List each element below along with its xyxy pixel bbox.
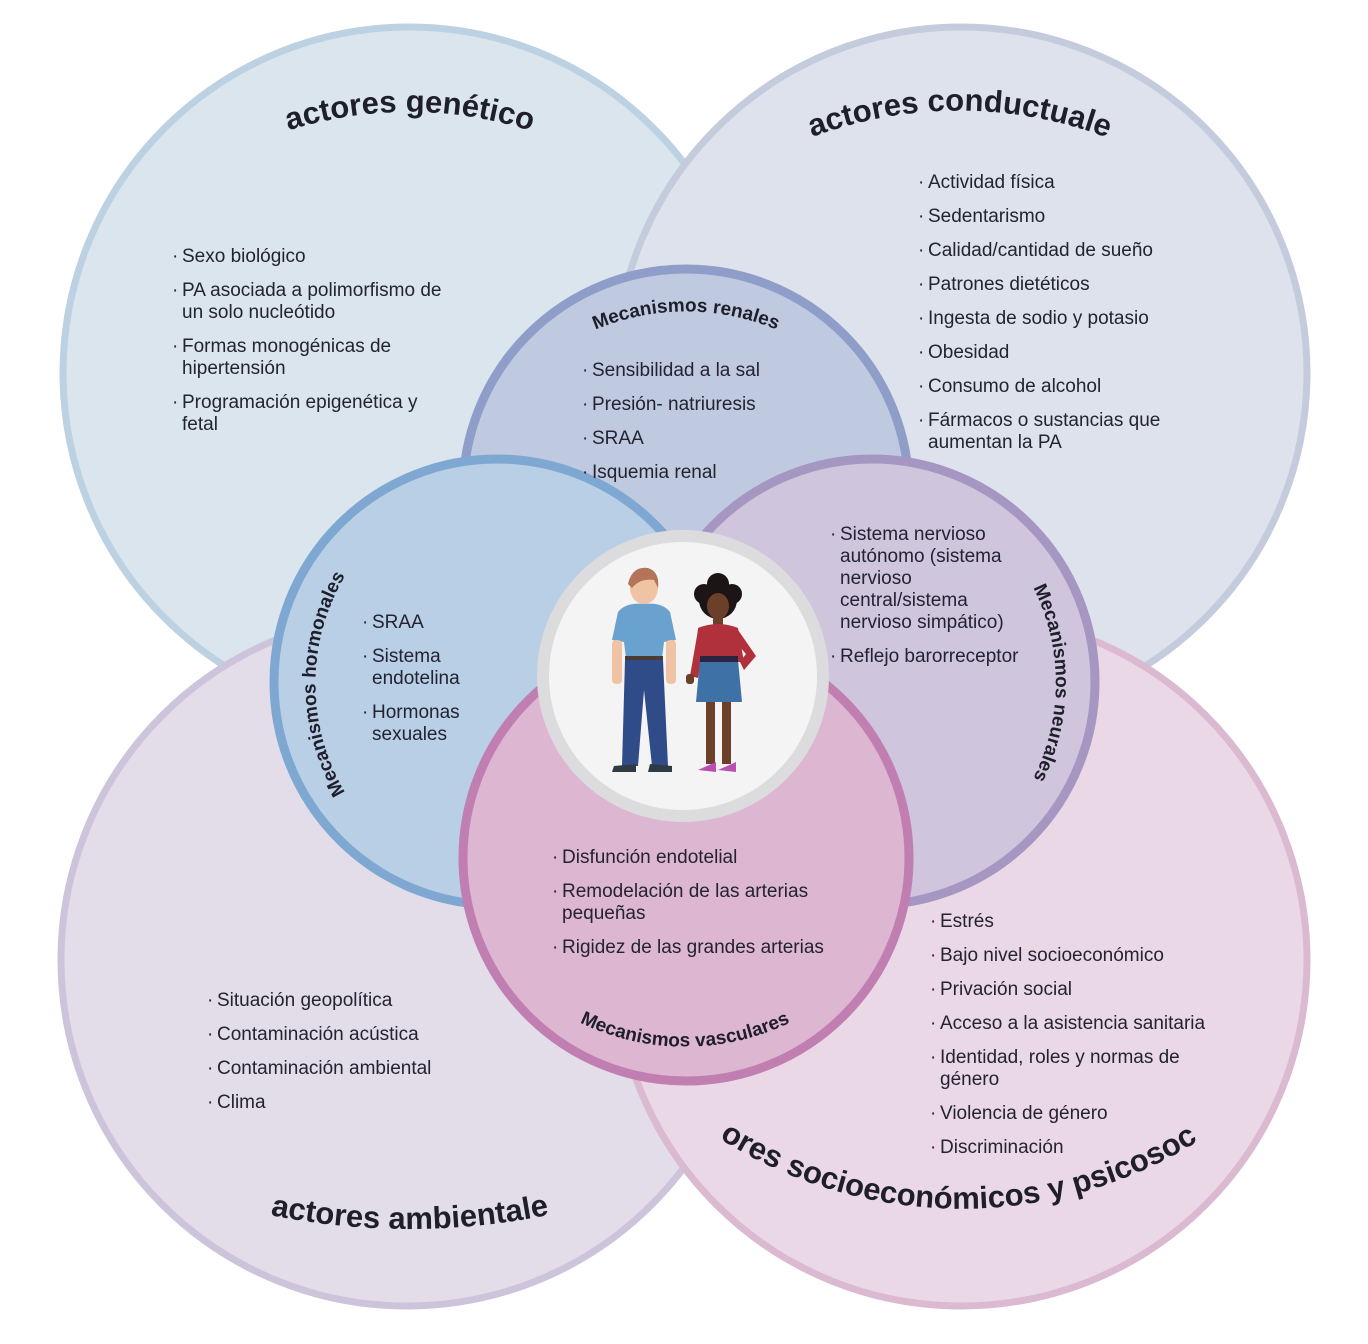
list-item: Fármacos o sustancias que aumentan la PA (918, 410, 1193, 454)
list-item: Disfunción endotelial (552, 847, 852, 869)
list-item: Contaminación acústica (207, 1024, 482, 1046)
list-item: SRAA (582, 428, 812, 450)
list-item: Isquemia renal (582, 462, 812, 484)
list-item: Sistema endotelina (362, 646, 512, 690)
list-item: Sensibilidad a la sal (582, 360, 812, 382)
list-mecanismos-vasculares: Disfunción endotelial Remodelación de la… (552, 847, 852, 971)
list-factores-socioeconomicos: Estrés Bajo nivel socioeconómico Privaci… (930, 911, 1220, 1171)
list-item: PA asociada a polimorfismo de un solo nu… (172, 280, 447, 324)
list-item: Calidad/cantidad de sueño (918, 240, 1193, 262)
list-item: Programación epigenética y fetal (172, 392, 447, 436)
list-factores-geneticos: Sexo biológico PA asociada a polimorfism… (172, 246, 447, 448)
list-item: Formas monogénicas de hipertensión (172, 336, 447, 380)
list-item: Obesidad (918, 342, 1193, 364)
people-illustration (612, 567, 756, 772)
list-item: Hormonas sexuales (362, 702, 512, 746)
list-item: Remodelación de las arterias pequeñas (552, 881, 852, 925)
center-circle (537, 530, 829, 822)
list-mecanismos-hormonales: SRAA Sistema endotelina Hormonas sexuale… (362, 612, 512, 758)
list-item: Identidad, roles y normas de género (930, 1047, 1220, 1091)
list-item: Violencia de género (930, 1103, 1220, 1125)
list-item: Situación geopolítica (207, 990, 482, 1012)
list-item: Actividad física (918, 172, 1193, 194)
man-figure (612, 567, 676, 772)
list-item: Rigidez de las grandes arterias (552, 937, 852, 959)
list-item: Sedentarismo (918, 206, 1193, 228)
list-item: Sexo biológico (172, 246, 447, 268)
list-item: SRAA (362, 612, 512, 634)
list-item: Contaminación ambiental (207, 1058, 482, 1080)
list-item: Reflejo barorreceptor (830, 646, 1020, 668)
woman-figure (686, 573, 756, 772)
list-item: Sistema nervioso autónomo (sistema nervi… (830, 524, 1020, 634)
list-factores-ambientales: Situación geopolítica Contaminación acús… (207, 990, 482, 1126)
list-item: Presión- natriuresis (582, 394, 812, 416)
list-mecanismos-renales: Sensibilidad a la sal Presión- natriures… (582, 360, 812, 496)
list-mecanismos-neurales: Sistema nervioso autónomo (sistema nervi… (830, 524, 1020, 680)
list-item: Discriminación (930, 1137, 1220, 1159)
list-item: Patrones dietéticos (918, 274, 1193, 296)
list-item: Consumo de alcohol (918, 376, 1193, 398)
list-item: Acceso a la asistencia sanitaria (930, 1013, 1220, 1035)
list-item: Estrés (930, 911, 1220, 933)
list-item: Bajo nivel socioeconómico (930, 945, 1220, 967)
list-factores-conductuales: Actividad física Sedentarismo Calidad/ca… (918, 172, 1193, 466)
list-item: Ingesta de sodio y potasio (918, 308, 1193, 330)
list-item: Clima (207, 1092, 482, 1114)
list-item: Privación social (930, 979, 1220, 1001)
